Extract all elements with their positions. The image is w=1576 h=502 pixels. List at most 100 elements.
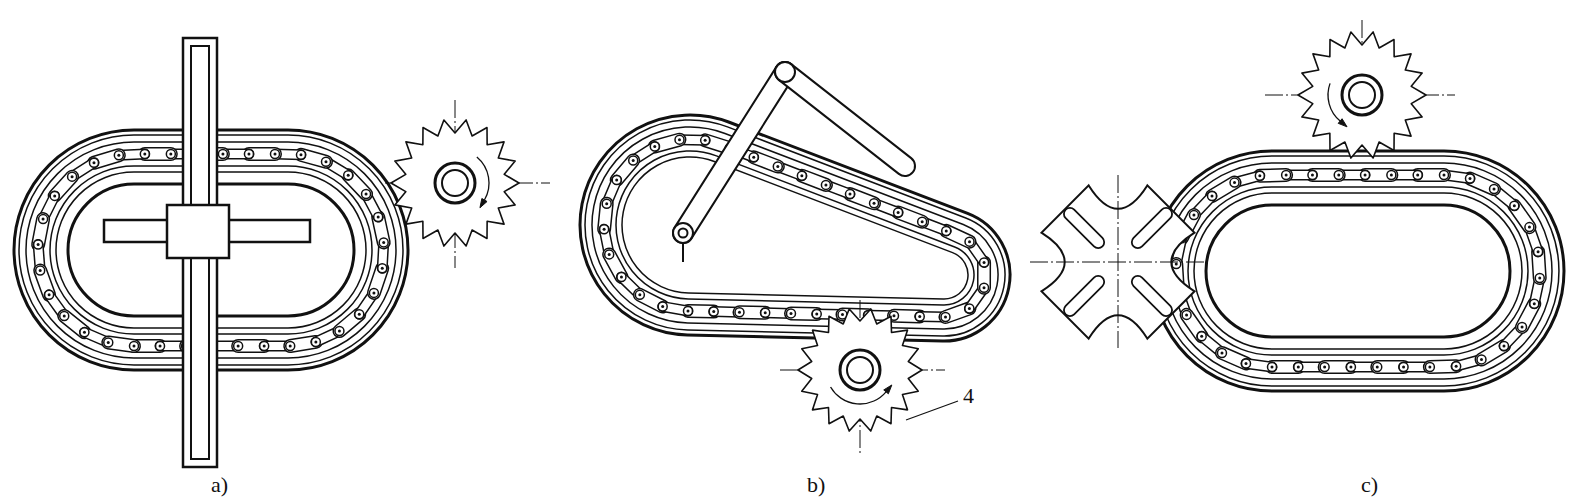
chain-pin [824, 183, 827, 186]
chain-roller [605, 250, 614, 259]
arm-link [785, 72, 905, 166]
chain-pin [117, 154, 120, 157]
chain-roller [374, 213, 383, 222]
chain-roller [1530, 299, 1539, 308]
chain-roller [870, 199, 879, 208]
sprocket-outline [1298, 32, 1426, 158]
chain-path [1176, 175, 1540, 367]
chain-pin [1364, 174, 1367, 177]
chain-roller [1172, 259, 1181, 268]
chain-roller [296, 150, 305, 159]
chain-pin [841, 313, 844, 316]
subfigure-label: b) [806, 474, 826, 496]
chain-pin [983, 261, 986, 264]
chain-pin [1513, 204, 1516, 207]
sprocket-b [798, 309, 922, 431]
chain-pin [1211, 195, 1214, 198]
chain-roller [683, 306, 692, 315]
sprocket-bore [847, 357, 873, 383]
chain-roller [612, 176, 621, 185]
chain-pin [661, 305, 664, 308]
chain-roller [941, 312, 950, 321]
chain-roller [1440, 171, 1449, 180]
chain-pin [1537, 250, 1540, 253]
chain-roller [156, 342, 165, 351]
chain-pin [1311, 174, 1314, 177]
arrow-head [1338, 119, 1347, 127]
chain-pin [1416, 174, 1419, 177]
chain-roller [629, 156, 638, 165]
chain-pin [143, 153, 146, 156]
arm-pivot [679, 229, 688, 238]
chain-pin [789, 312, 792, 315]
chain-roller [1320, 363, 1329, 372]
track-b [580, 115, 1010, 341]
chain-pin [42, 218, 45, 221]
chain-roller [1361, 171, 1370, 180]
chain-pin [944, 315, 947, 318]
chain-pin [1245, 362, 1248, 365]
chain-pin [1493, 188, 1496, 191]
crosshead-a [104, 38, 310, 467]
chain-pin [704, 139, 707, 142]
chain-pin [686, 309, 689, 312]
track-wall [1152, 151, 1564, 391]
chain-pin [263, 345, 266, 348]
chain-roller [635, 290, 644, 299]
chain-roller [915, 312, 924, 321]
chain-pin [764, 311, 767, 314]
chain-pin [37, 243, 40, 246]
center-line [1118, 175, 1119, 348]
chain-pin [848, 193, 851, 196]
chain-pin [63, 314, 66, 317]
chain-pin [815, 313, 818, 316]
chain-pin [1337, 174, 1340, 177]
chain-pin [1480, 358, 1483, 361]
star-wheel-slot [1061, 205, 1106, 250]
chain-roller [1294, 363, 1303, 372]
rotation-arrow [1328, 83, 1340, 121]
chain-pin [133, 345, 136, 348]
chain-roller [658, 302, 667, 311]
chain-pin [53, 194, 56, 197]
chain-roller [701, 136, 710, 145]
chain-pin [314, 340, 317, 343]
chain-roller [965, 304, 974, 313]
chain-roller [80, 328, 89, 337]
sprocket-a [391, 120, 519, 246]
track-wall [1206, 205, 1510, 337]
track-c [1152, 151, 1564, 391]
chain-roller [821, 180, 830, 189]
chain-roller [1217, 348, 1226, 357]
pivot-stem [682, 242, 684, 262]
chain-roller [34, 240, 43, 249]
chain-roller [709, 307, 718, 316]
roller-chain [1172, 171, 1544, 372]
chain-roller [1208, 192, 1217, 201]
sprocket-outline [798, 309, 922, 431]
chain-pin [382, 241, 385, 244]
chain-roller [1182, 310, 1191, 319]
chain-roller [60, 311, 69, 320]
arm-link [683, 72, 785, 233]
arm-link [683, 72, 785, 233]
chain-roller [166, 150, 175, 159]
chain-roller [942, 226, 951, 235]
chain-pin [381, 267, 384, 270]
chain-roller [335, 327, 344, 336]
chain-roller [140, 150, 149, 159]
chain-pin [1349, 366, 1352, 369]
chain-roller [1399, 363, 1408, 372]
chain-pin [1323, 366, 1326, 369]
chain-pin [358, 313, 361, 316]
chain-pin [92, 161, 95, 164]
chain-pin [1271, 366, 1274, 369]
slider-block [167, 205, 229, 258]
chain-roller [68, 172, 77, 181]
chain-pin [365, 193, 368, 196]
chain-pin [1455, 365, 1458, 368]
chain-pin [603, 228, 606, 231]
chain-roller [45, 290, 54, 299]
sprocket-outline [391, 120, 519, 246]
chain-roller [379, 238, 388, 247]
